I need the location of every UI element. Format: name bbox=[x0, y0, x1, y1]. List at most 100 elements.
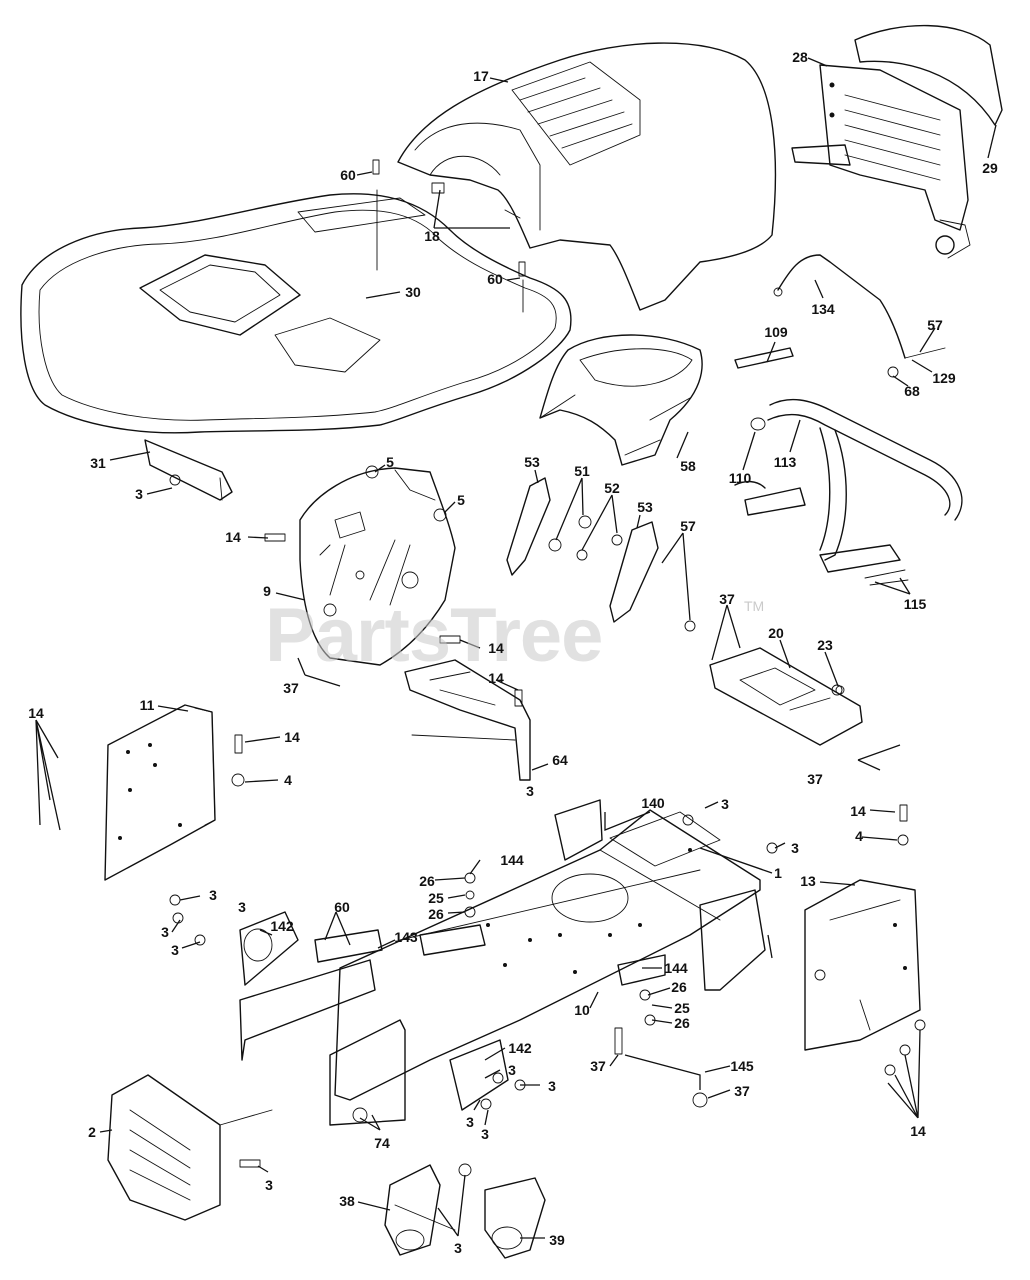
callout-37[interactable]: 37 bbox=[807, 771, 823, 787]
callout-3[interactable]: 3 bbox=[481, 1126, 489, 1142]
callout-31[interactable]: 31 bbox=[90, 455, 106, 471]
fender-part bbox=[20, 189, 572, 434]
callout-5[interactable]: 5 bbox=[457, 492, 465, 508]
callout-14[interactable]: 14 bbox=[910, 1123, 926, 1139]
callout-110[interactable]: 110 bbox=[728, 470, 752, 486]
callout-51[interactable]: 51 bbox=[574, 463, 590, 479]
callout-129[interactable]: 129 bbox=[932, 370, 956, 386]
callout-145[interactable]: 145 bbox=[730, 1058, 754, 1074]
callout-3[interactable]: 3 bbox=[161, 924, 169, 940]
callout-57[interactable]: 57 bbox=[927, 317, 943, 333]
callout-26[interactable]: 26 bbox=[419, 873, 435, 889]
callout-30[interactable]: 30 bbox=[405, 284, 421, 300]
callout-17[interactable]: 17 bbox=[473, 68, 489, 84]
callout-11[interactable]: 11 bbox=[139, 697, 155, 713]
callout-60[interactable]: 60 bbox=[487, 271, 503, 287]
callout-142[interactable]: 142 bbox=[270, 918, 294, 934]
callout-38[interactable]: 38 bbox=[339, 1193, 355, 1209]
main-frame-part bbox=[334, 809, 761, 1101]
callout-3[interactable]: 3 bbox=[265, 1177, 273, 1193]
dash-shroud-part bbox=[539, 334, 703, 466]
callout-143[interactable]: 143 bbox=[394, 929, 418, 945]
callout-3[interactable]: 3 bbox=[209, 887, 217, 903]
callout-74[interactable]: 74 bbox=[374, 1135, 390, 1151]
callout-26[interactable]: 26 bbox=[428, 906, 444, 922]
callout-29[interactable]: 29 bbox=[982, 160, 998, 176]
grille-part bbox=[791, 24, 1003, 259]
callout-14[interactable]: 14 bbox=[225, 529, 241, 545]
callout-13[interactable]: 13 bbox=[800, 873, 816, 889]
callout-14[interactable]: 14 bbox=[28, 705, 44, 721]
left-side-plate-part bbox=[104, 704, 216, 881]
callout-52[interactable]: 52 bbox=[604, 480, 620, 496]
callout-109[interactable]: 109 bbox=[764, 324, 788, 340]
hood-part bbox=[397, 42, 777, 311]
callout-3[interactable]: 3 bbox=[135, 486, 143, 502]
callout-23[interactable]: 23 bbox=[817, 637, 833, 653]
callout-14[interactable]: 14 bbox=[850, 803, 866, 819]
callout-3[interactable]: 3 bbox=[466, 1114, 474, 1130]
watermark-trademark: TM bbox=[744, 598, 765, 614]
callout-1[interactable]: 1 bbox=[774, 865, 782, 881]
callout-3[interactable]: 3 bbox=[791, 840, 799, 856]
bracket-53-parts bbox=[506, 477, 696, 632]
callout-4[interactable]: 4 bbox=[855, 828, 863, 844]
callout-144[interactable]: 144 bbox=[664, 960, 688, 976]
callout-20[interactable]: 20 bbox=[768, 625, 784, 641]
callout-3[interactable]: 3 bbox=[238, 899, 246, 915]
callout-2[interactable]: 2 bbox=[88, 1124, 96, 1140]
callout-115[interactable]: 115 bbox=[903, 596, 927, 612]
callout-25[interactable]: 25 bbox=[674, 1000, 690, 1016]
callout-26[interactable]: 26 bbox=[674, 1015, 690, 1031]
callout-14[interactable]: 14 bbox=[284, 729, 300, 745]
partstree-watermark: PartsTree bbox=[265, 593, 603, 678]
callout-64[interactable]: 64 bbox=[552, 752, 568, 768]
callout-142[interactable]: 142 bbox=[508, 1040, 532, 1056]
right-side-plate-part bbox=[804, 879, 921, 1051]
front-bumper-part bbox=[107, 1074, 273, 1221]
callout-4[interactable]: 4 bbox=[284, 772, 292, 788]
callout-68[interactable]: 68 bbox=[904, 383, 920, 399]
callout-28[interactable]: 28 bbox=[792, 49, 808, 65]
callout-37[interactable]: 37 bbox=[719, 591, 735, 607]
callout-144[interactable]: 144 bbox=[500, 852, 524, 868]
callout-14[interactable]: 14 bbox=[488, 640, 504, 656]
rear-bumper-part bbox=[734, 398, 963, 586]
callout-58[interactable]: 58 bbox=[680, 458, 696, 474]
callout-25[interactable]: 25 bbox=[428, 890, 444, 906]
callout-53[interactable]: 53 bbox=[637, 499, 653, 515]
callout-57[interactable]: 57 bbox=[680, 518, 696, 534]
callout-14[interactable]: 14 bbox=[488, 670, 504, 686]
dash-panel-part bbox=[299, 467, 456, 666]
callout-37[interactable]: 37 bbox=[734, 1083, 750, 1099]
callout-53[interactable]: 53 bbox=[524, 454, 540, 470]
callout-37[interactable]: 37 bbox=[590, 1058, 606, 1074]
bracket-31-part bbox=[144, 439, 233, 501]
callout-60[interactable]: 60 bbox=[340, 167, 356, 183]
callout-18[interactable]: 18 bbox=[424, 228, 440, 244]
callout-3[interactable]: 3 bbox=[721, 796, 729, 812]
callout-3[interactable]: 3 bbox=[454, 1240, 462, 1256]
frame-rails-part bbox=[239, 799, 766, 1126]
callout-3[interactable]: 3 bbox=[508, 1062, 516, 1078]
callout-37[interactable]: 37 bbox=[283, 680, 299, 696]
callout-3[interactable]: 3 bbox=[548, 1078, 556, 1094]
callout-113[interactable]: 113 bbox=[773, 454, 797, 470]
support-64-part bbox=[404, 659, 531, 781]
callout-26[interactable]: 26 bbox=[671, 979, 687, 995]
callout-5[interactable]: 5 bbox=[386, 454, 394, 470]
rod-parts bbox=[734, 254, 946, 378]
callout-60[interactable]: 60 bbox=[334, 899, 350, 915]
leader-lines bbox=[35, 57, 997, 1239]
callout-3[interactable]: 3 bbox=[526, 783, 534, 799]
callout-10[interactable]: 10 bbox=[574, 1002, 590, 1018]
callout-3[interactable]: 3 bbox=[171, 942, 179, 958]
plate-20-part bbox=[709, 647, 863, 746]
callout-134[interactable]: 134 bbox=[811, 301, 835, 317]
callout-39[interactable]: 39 bbox=[549, 1232, 565, 1248]
hitch-brackets-part bbox=[384, 1164, 546, 1259]
callout-140[interactable]: 140 bbox=[641, 795, 665, 811]
callout-9[interactable]: 9 bbox=[263, 583, 271, 599]
